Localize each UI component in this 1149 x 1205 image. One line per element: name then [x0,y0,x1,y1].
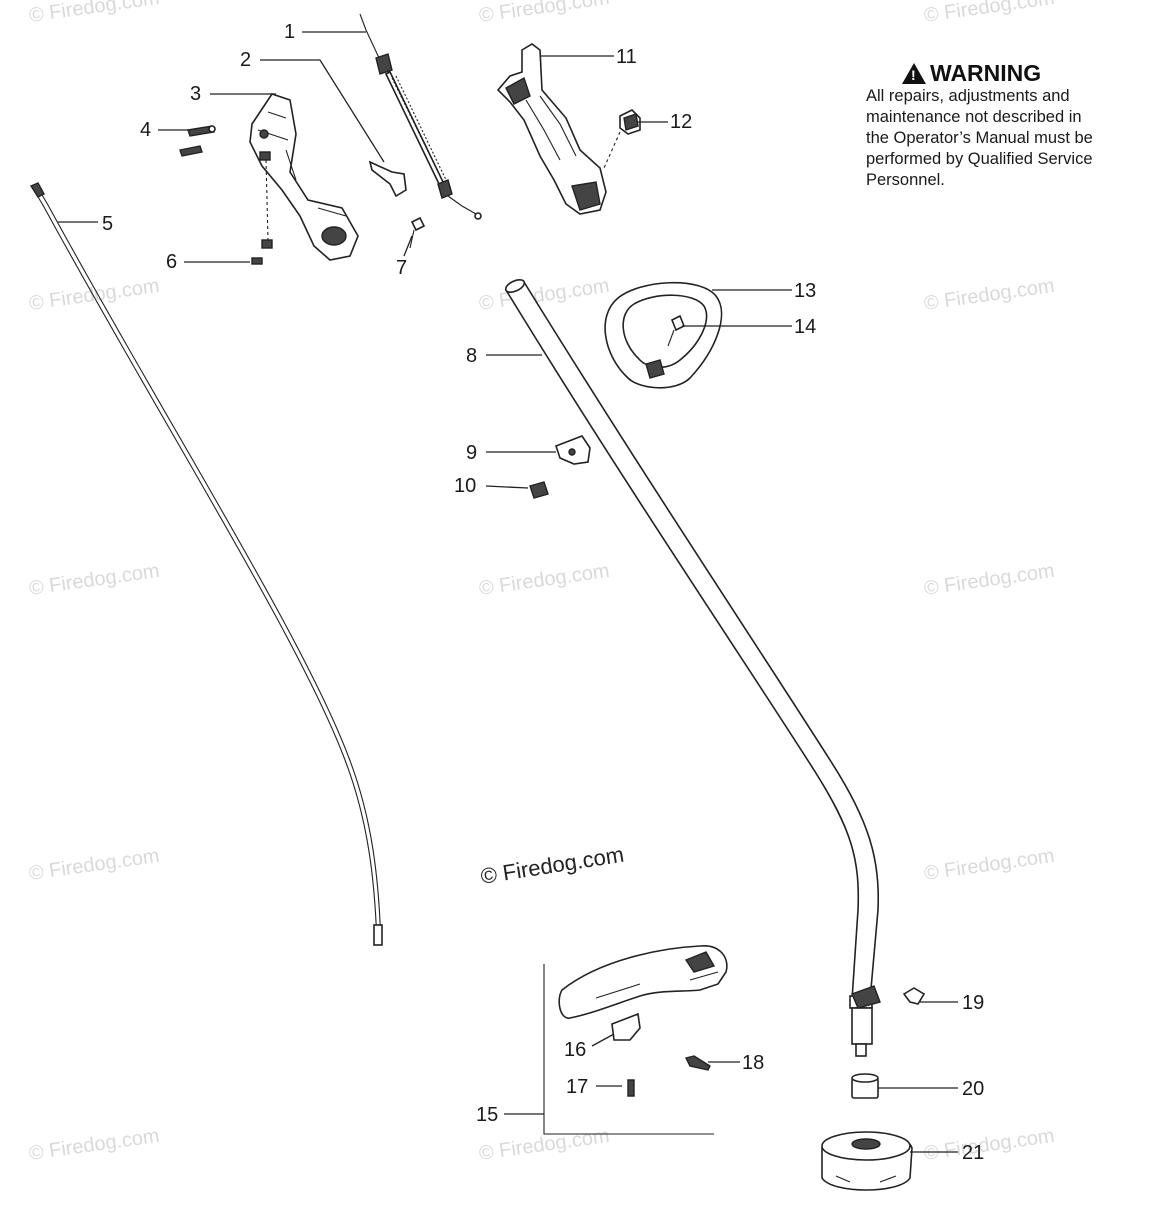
part-4-screws [179,125,216,157]
part-16-cutter [611,1012,641,1041]
part-1-throttle-cable [359,13,482,220]
warning-line-4: performed by Qualified Service [866,150,1093,168]
warning-title: ! WARNING [902,60,1146,86]
part-13-loop-handle [604,281,723,389]
warning-box: ! WARNING All repairs, adjustments and m… [866,60,1146,191]
leader-lines [58,31,958,1153]
part-20-nut [851,1073,879,1099]
part-label-18: 18 [742,1052,764,1074]
part-label-13: 13 [794,280,816,302]
watermark: © Firedog.com [923,845,1056,885]
part-label-4: 4 [140,119,151,141]
part-label-11: 11 [616,46,637,68]
part-label-16: 16 [564,1039,586,1061]
part-label-21: 21 [962,1142,984,1164]
part-label-12: 12 [670,111,692,133]
part-label-17: 17 [566,1076,588,1098]
watermark: © Firedog.com [478,0,611,27]
part-label-9: 9 [466,442,477,464]
part-7-clip [409,216,426,249]
part-19-wing-screw [851,985,926,1009]
part-18-screw [684,1055,711,1071]
part-number-labels: 1 2 3 4 5 6 7 8 9 10 11 12 13 14 15 16 1… [102,21,984,1164]
part-label-15: 15 [476,1104,498,1126]
watermark: © Firedog.com [28,0,161,27]
watermark: © Firedog.com [923,0,1056,27]
watermark: © Firedog.com [478,560,611,600]
part-21-trimmer-head [821,1131,913,1191]
part-15-guard-kit [543,945,728,1135]
warning-triangle-icon: ! [902,62,926,84]
watermark: © Firedog.com [28,275,161,315]
part-label-5: 5 [102,213,113,235]
part-label-10: 10 [454,475,476,497]
part-label-1: 1 [284,21,295,43]
part-label-2: 2 [240,49,251,71]
part-11-trigger-housing [496,43,607,215]
part-5-drive-shaft [29,182,383,946]
part-6-screws [251,151,273,265]
warning-line-1: All repairs, adjustments and [866,87,1070,105]
part-10-screw [529,481,549,499]
warning-line-5: Personnel. [866,171,945,189]
part-2-trigger [368,160,407,198]
part-9-clamp [554,435,591,465]
part-label-8: 8 [466,345,477,367]
part-17-screw [627,1079,635,1097]
watermark: © Firedog.com [28,1125,161,1165]
warning-line-3: the Operator’s Manual must be [866,129,1093,147]
part-12-switch [603,109,641,169]
watermark-main: © Firedog.com [479,842,626,889]
part-8-shaft-tube [504,279,880,1057]
watermark: © Firedog.com [28,560,161,600]
part-label-6: 6 [166,251,177,273]
watermark: © Firedog.com [28,845,161,885]
watermark: © Firedog.com [478,275,611,315]
warning-line-2: maintenance not described in [866,108,1082,126]
part-label-20: 20 [962,1078,984,1100]
watermark: © Firedog.com [923,275,1056,315]
part-label-14: 14 [794,316,816,338]
part-label-3: 3 [190,83,201,105]
watermark: © Firedog.com [923,1125,1056,1165]
part-3-handle-housing [249,93,359,261]
part-label-19: 19 [962,992,984,1014]
watermark: © Firedog.com [923,560,1056,600]
warning-title-text: WARNING [930,60,1042,86]
part-label-7: 7 [396,257,407,279]
